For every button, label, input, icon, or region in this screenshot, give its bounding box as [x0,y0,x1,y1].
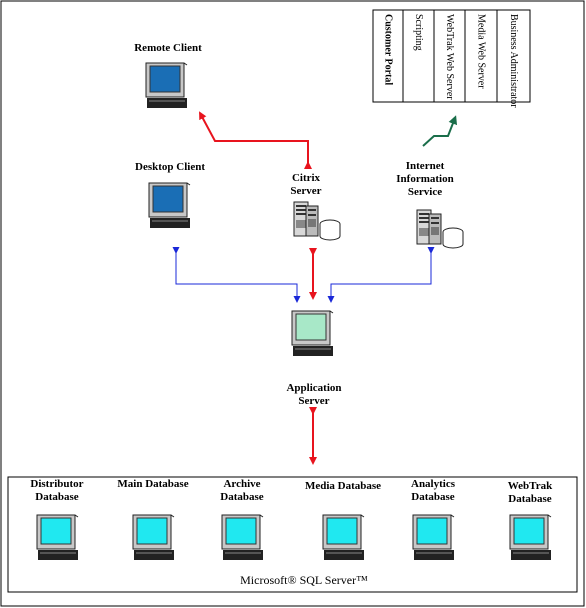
iis-label: Internet Information Service [396,160,454,198]
database-computer [411,514,455,562]
portal-column-label: Customer Portal [382,14,394,86]
database-label: WebTrak Database [507,480,553,505]
iis-app-arrow [327,247,435,303]
portal-column-label: Media Web Server [475,14,487,89]
database-label: Archive Database [220,478,264,503]
remote-client-label: Remote Client [134,42,202,54]
desktop-client-computer [147,182,191,230]
database-computer [508,514,552,562]
portal-column: WebTrak Web Server [434,10,465,102]
remote-client-computer [144,62,188,110]
portal-column-label: WebTrak Web Server [444,14,455,100]
portal-column-label: Business Administrator [508,14,519,108]
database-label: Analytics Database [411,478,455,503]
database-computer [131,514,175,562]
iis-server-icon [415,208,465,250]
desktop-app-arrow [172,247,301,303]
application-server-label: Application Server [286,382,342,407]
portal-column: Business Administrator [497,10,530,108]
iis-portal-arrow [422,115,458,147]
sql-server-box [7,476,578,593]
application-server-computer [290,310,334,358]
portal-column-label: Scripting [413,14,424,51]
database-computer [321,514,365,562]
citrix-remote-arrow [199,111,312,169]
citrix-server-icon [292,200,342,242]
portal-column: Media Web Server [465,10,497,102]
portal-box [372,9,531,103]
sql-server-label: Microsoft® SQL Server™ [240,573,368,587]
portal-column: Customer Portal [373,10,403,102]
portal-column: Scripting [403,10,434,102]
database-label: Main Database [117,478,189,490]
citrix-server-label: Citrix Server [290,172,322,197]
desktop-client-label: Desktop Client [135,161,205,173]
database-computer [220,514,264,562]
database-label: Media Database [304,480,382,492]
database-label: Distributor Database [30,478,84,503]
database-computer [35,514,79,562]
